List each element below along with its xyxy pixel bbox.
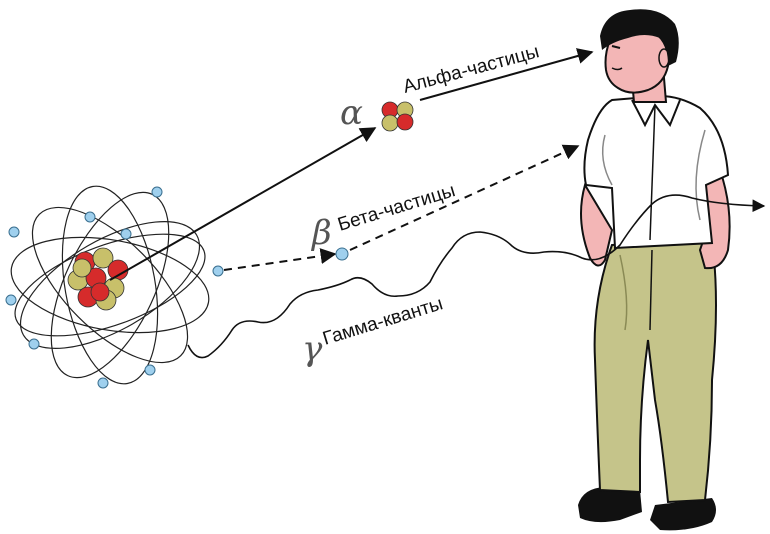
proton xyxy=(90,282,110,302)
hair xyxy=(600,9,679,66)
electron xyxy=(8,226,20,238)
eye xyxy=(611,45,621,49)
electron xyxy=(120,228,132,240)
electron xyxy=(97,377,109,389)
alpha-particle xyxy=(381,101,414,132)
electron xyxy=(212,265,224,277)
proton xyxy=(107,259,129,281)
left-arm xyxy=(580,182,614,267)
electron xyxy=(144,364,156,376)
gamma-wave xyxy=(187,194,766,359)
gamma-label: Гамма-кванты xyxy=(320,293,445,349)
electrons xyxy=(5,186,224,389)
neutron xyxy=(72,258,92,278)
beta-symbol: β xyxy=(310,213,332,253)
neutron xyxy=(92,247,114,269)
mouth xyxy=(611,67,623,71)
beta-ray: β Бета-частицы xyxy=(223,144,580,271)
electron xyxy=(28,338,40,350)
alpha-symbol: α xyxy=(340,93,363,133)
gamma-symbol: γ xyxy=(302,329,323,369)
person xyxy=(578,9,731,531)
beta-arrow-to-person xyxy=(349,144,580,251)
atom xyxy=(5,185,224,389)
alpha-arrow-to-person xyxy=(419,48,594,101)
trousers xyxy=(593,238,717,504)
alpha-arrow-to-particle xyxy=(109,127,377,281)
left-shoe xyxy=(578,487,642,523)
electron xyxy=(84,211,96,223)
beta-arrow-to-particle xyxy=(223,248,337,271)
shirt xyxy=(583,94,730,250)
beta-label: Бета-частицы xyxy=(335,180,457,236)
alpha-ray: α Альфа-частицы xyxy=(109,41,594,281)
electron xyxy=(5,294,17,306)
nucleus xyxy=(67,247,129,311)
alpha-label: Альфа-частицы xyxy=(401,41,542,98)
right-shoe xyxy=(650,498,716,531)
electron xyxy=(151,186,163,198)
beta-particle xyxy=(335,247,349,261)
